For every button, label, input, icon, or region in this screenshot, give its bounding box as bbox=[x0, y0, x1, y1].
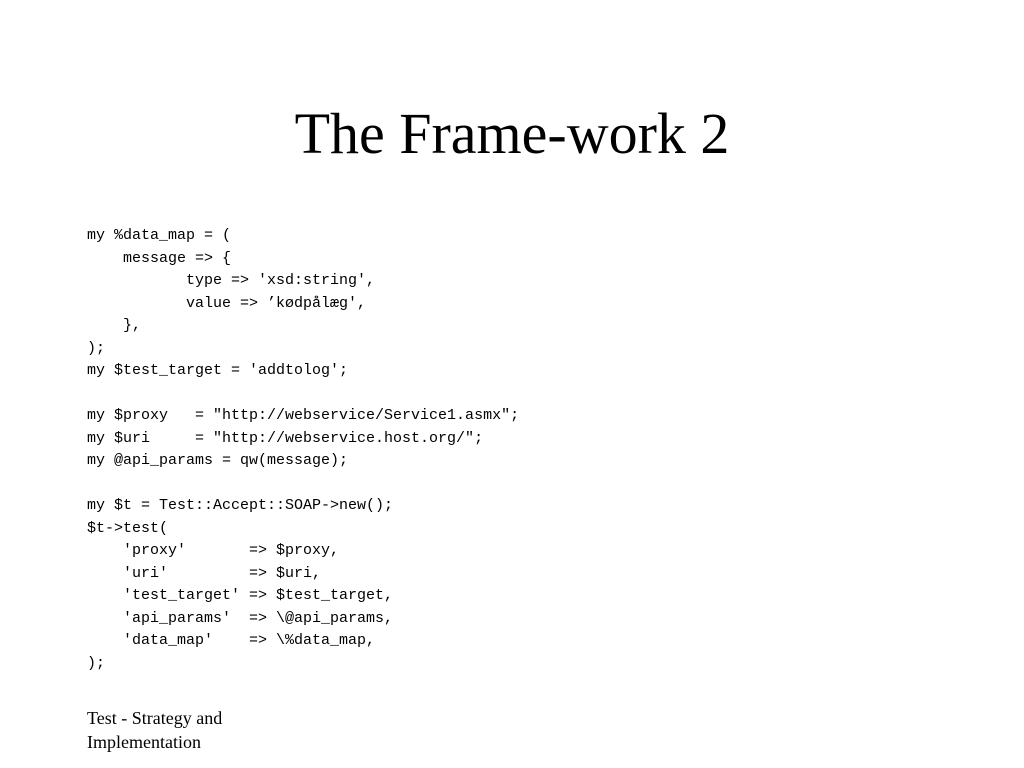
code-line: ); bbox=[87, 654, 106, 672]
code-block: my %data_map = ( message => { type => 'x… bbox=[87, 225, 519, 675]
slide-footer: Test - Strategy and Implementation bbox=[87, 706, 287, 754]
code-line: 'test_target' => $test_target, bbox=[87, 587, 394, 604]
code-line: my $uri = "http://webservice.host.org/"; bbox=[87, 429, 484, 447]
footer-line: Test - Strategy and bbox=[87, 708, 223, 728]
footer-line: Implementation bbox=[87, 732, 201, 752]
code-line: my @api_params = qw(message); bbox=[87, 452, 349, 469]
code-line: 'proxy' => $proxy, bbox=[87, 542, 340, 559]
code-line: $t->test( bbox=[87, 519, 169, 537]
code-line: my $t = Test::Accept::SOAP->new(); bbox=[87, 497, 394, 514]
code-line: ); bbox=[87, 339, 106, 357]
code-line: type => 'xsd:string', bbox=[87, 272, 376, 289]
code-line: 'api_params' => \@api_params, bbox=[87, 609, 394, 627]
code-line: my %data_map = ( bbox=[87, 227, 232, 244]
code-line bbox=[87, 473, 519, 496]
slide-title: The Frame-work 2 bbox=[294, 101, 730, 166]
code-line bbox=[87, 383, 519, 406]
code-line: my $proxy = "http://webservice/Service1.… bbox=[87, 407, 520, 424]
code-line: message => { bbox=[87, 249, 232, 267]
code-line: 'data_map' => \%data_map, bbox=[87, 632, 376, 649]
code-line: my $test_target = 'addtolog'; bbox=[87, 362, 349, 379]
code-line: }, bbox=[87, 317, 142, 334]
code-line: 'uri' => $uri, bbox=[87, 564, 322, 582]
code-line: value => ’kødpålæg', bbox=[87, 294, 367, 312]
